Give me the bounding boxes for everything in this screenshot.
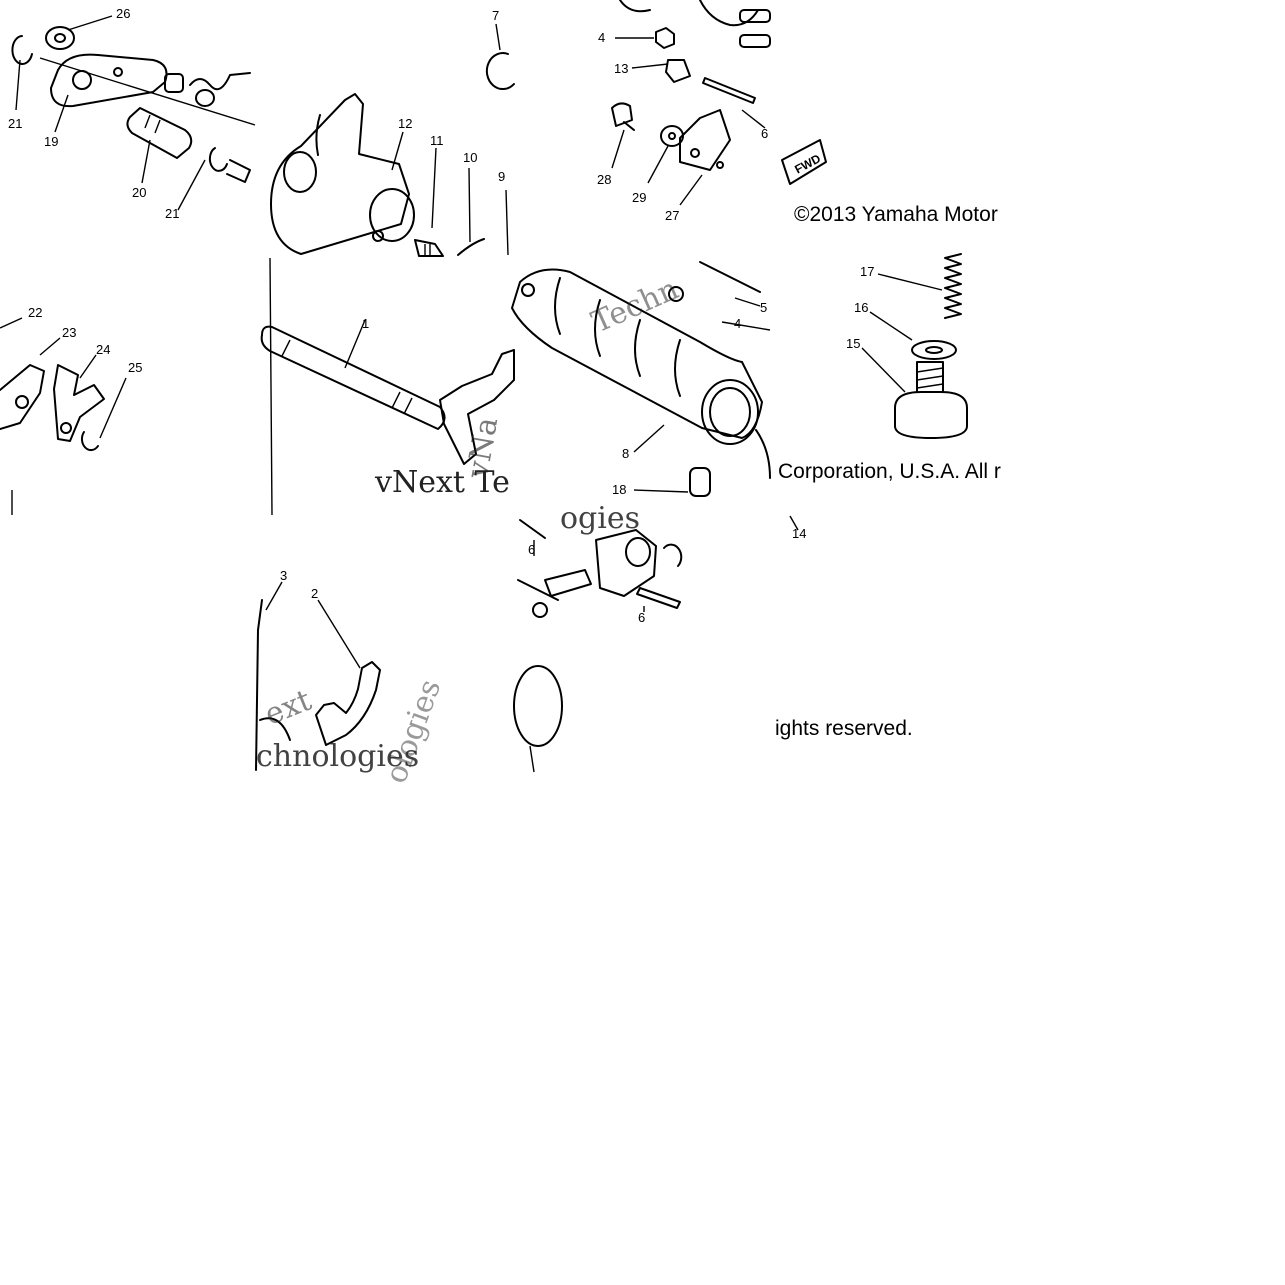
washer-part xyxy=(45,26,75,50)
shift-cam-part xyxy=(511,268,763,439)
copyright-line-2: Corporation, U.S.A. All r xyxy=(778,460,1001,483)
pawl-part xyxy=(0,364,45,430)
callout-label: 18 xyxy=(612,482,626,497)
callout-label: 7 xyxy=(492,8,499,23)
callout-label: 19 xyxy=(44,134,58,149)
callout-label: 16 xyxy=(854,300,868,315)
circlip-part xyxy=(11,35,33,65)
tile-shift-cam-segment: 5 4 8 18 Techn xyxy=(511,261,771,497)
callout-label: 12 xyxy=(398,116,412,131)
pin-part xyxy=(689,467,711,497)
guide-bar-part xyxy=(260,325,446,430)
stopper-plate-part xyxy=(679,109,731,171)
callout-label: 4 xyxy=(598,30,605,45)
pin-part xyxy=(665,59,691,83)
tile-shift-drum-segment: 7 12 11 10 9 xyxy=(270,8,515,257)
watermark: chnologies xyxy=(256,739,419,774)
watermark: Techn xyxy=(586,272,683,341)
callout-label: 14 xyxy=(792,526,806,541)
callout-label: 1 xyxy=(362,316,369,331)
callout-label: 20 xyxy=(132,185,146,200)
callout-label: 23 xyxy=(62,325,76,340)
callout-label: 21 xyxy=(165,206,179,221)
spring-part xyxy=(944,253,962,319)
bolt-part xyxy=(611,102,633,127)
callout-label: 22 xyxy=(28,305,42,320)
watermark: ogies xyxy=(560,501,640,536)
pin-part xyxy=(544,569,592,597)
callout-label: 15 xyxy=(846,336,860,351)
washer-part xyxy=(911,340,957,360)
callout-label: 28 xyxy=(597,172,611,187)
callout-label: 6 xyxy=(638,610,645,625)
tile-fork-pin-segment: 14 6 6 ogies ologies xyxy=(379,501,807,788)
watermark: ext xyxy=(260,683,316,733)
tile-stopper-spring-segment: 17 16 15 xyxy=(846,253,968,439)
callout-label: 2 xyxy=(311,586,318,601)
callout-label: 11 xyxy=(430,133,444,148)
screw-part xyxy=(414,239,444,257)
copyright-line-3: ights reserved. xyxy=(775,717,913,740)
holder-part xyxy=(53,364,105,442)
watermark: vNext Te xyxy=(374,465,510,500)
circlip-part xyxy=(485,52,515,91)
cover-part xyxy=(513,665,563,747)
callout-label: 17 xyxy=(860,264,874,279)
shift-fork-part xyxy=(315,661,381,746)
shift-fork-part xyxy=(595,529,657,597)
fwd-arrow-icon xyxy=(781,139,827,185)
tile-shift-lever: 26 21 19 20 21 xyxy=(8,6,256,221)
callout-label: 6 xyxy=(761,126,768,141)
callout-label: 26 xyxy=(116,6,130,21)
tile-pawl-segment: 22 23 24 25 xyxy=(0,305,142,515)
pin-part xyxy=(126,107,193,159)
callout-label: 5 xyxy=(760,300,767,315)
callout-label: 8 xyxy=(622,446,629,461)
callout-label: 29 xyxy=(632,190,646,205)
callout-label: 27 xyxy=(665,208,679,223)
watermark: ologies xyxy=(379,675,449,788)
callout-label: 6 xyxy=(528,542,535,557)
shift-lever-part xyxy=(50,53,168,108)
shift-fork-part xyxy=(270,93,410,255)
callout-label: 4 xyxy=(734,316,741,331)
nut-part xyxy=(655,27,675,49)
plug-part xyxy=(894,391,968,439)
tile-guide-bar-segment: 1 vNext Te vNa xyxy=(260,257,515,516)
callout-label: 21 xyxy=(8,116,22,131)
tile-stopper-segment: FWD 4 13 6 28 29 27 xyxy=(597,0,827,223)
callout-label: 10 xyxy=(463,150,477,165)
callout-label: 13 xyxy=(614,61,628,76)
callout-label: 9 xyxy=(498,169,505,184)
callout-label: 25 xyxy=(128,360,142,375)
copyright-line-1: ©2013 Yamaha Motor xyxy=(794,203,998,226)
callout-label: 24 xyxy=(96,342,110,357)
callout-label: 3 xyxy=(280,568,287,583)
